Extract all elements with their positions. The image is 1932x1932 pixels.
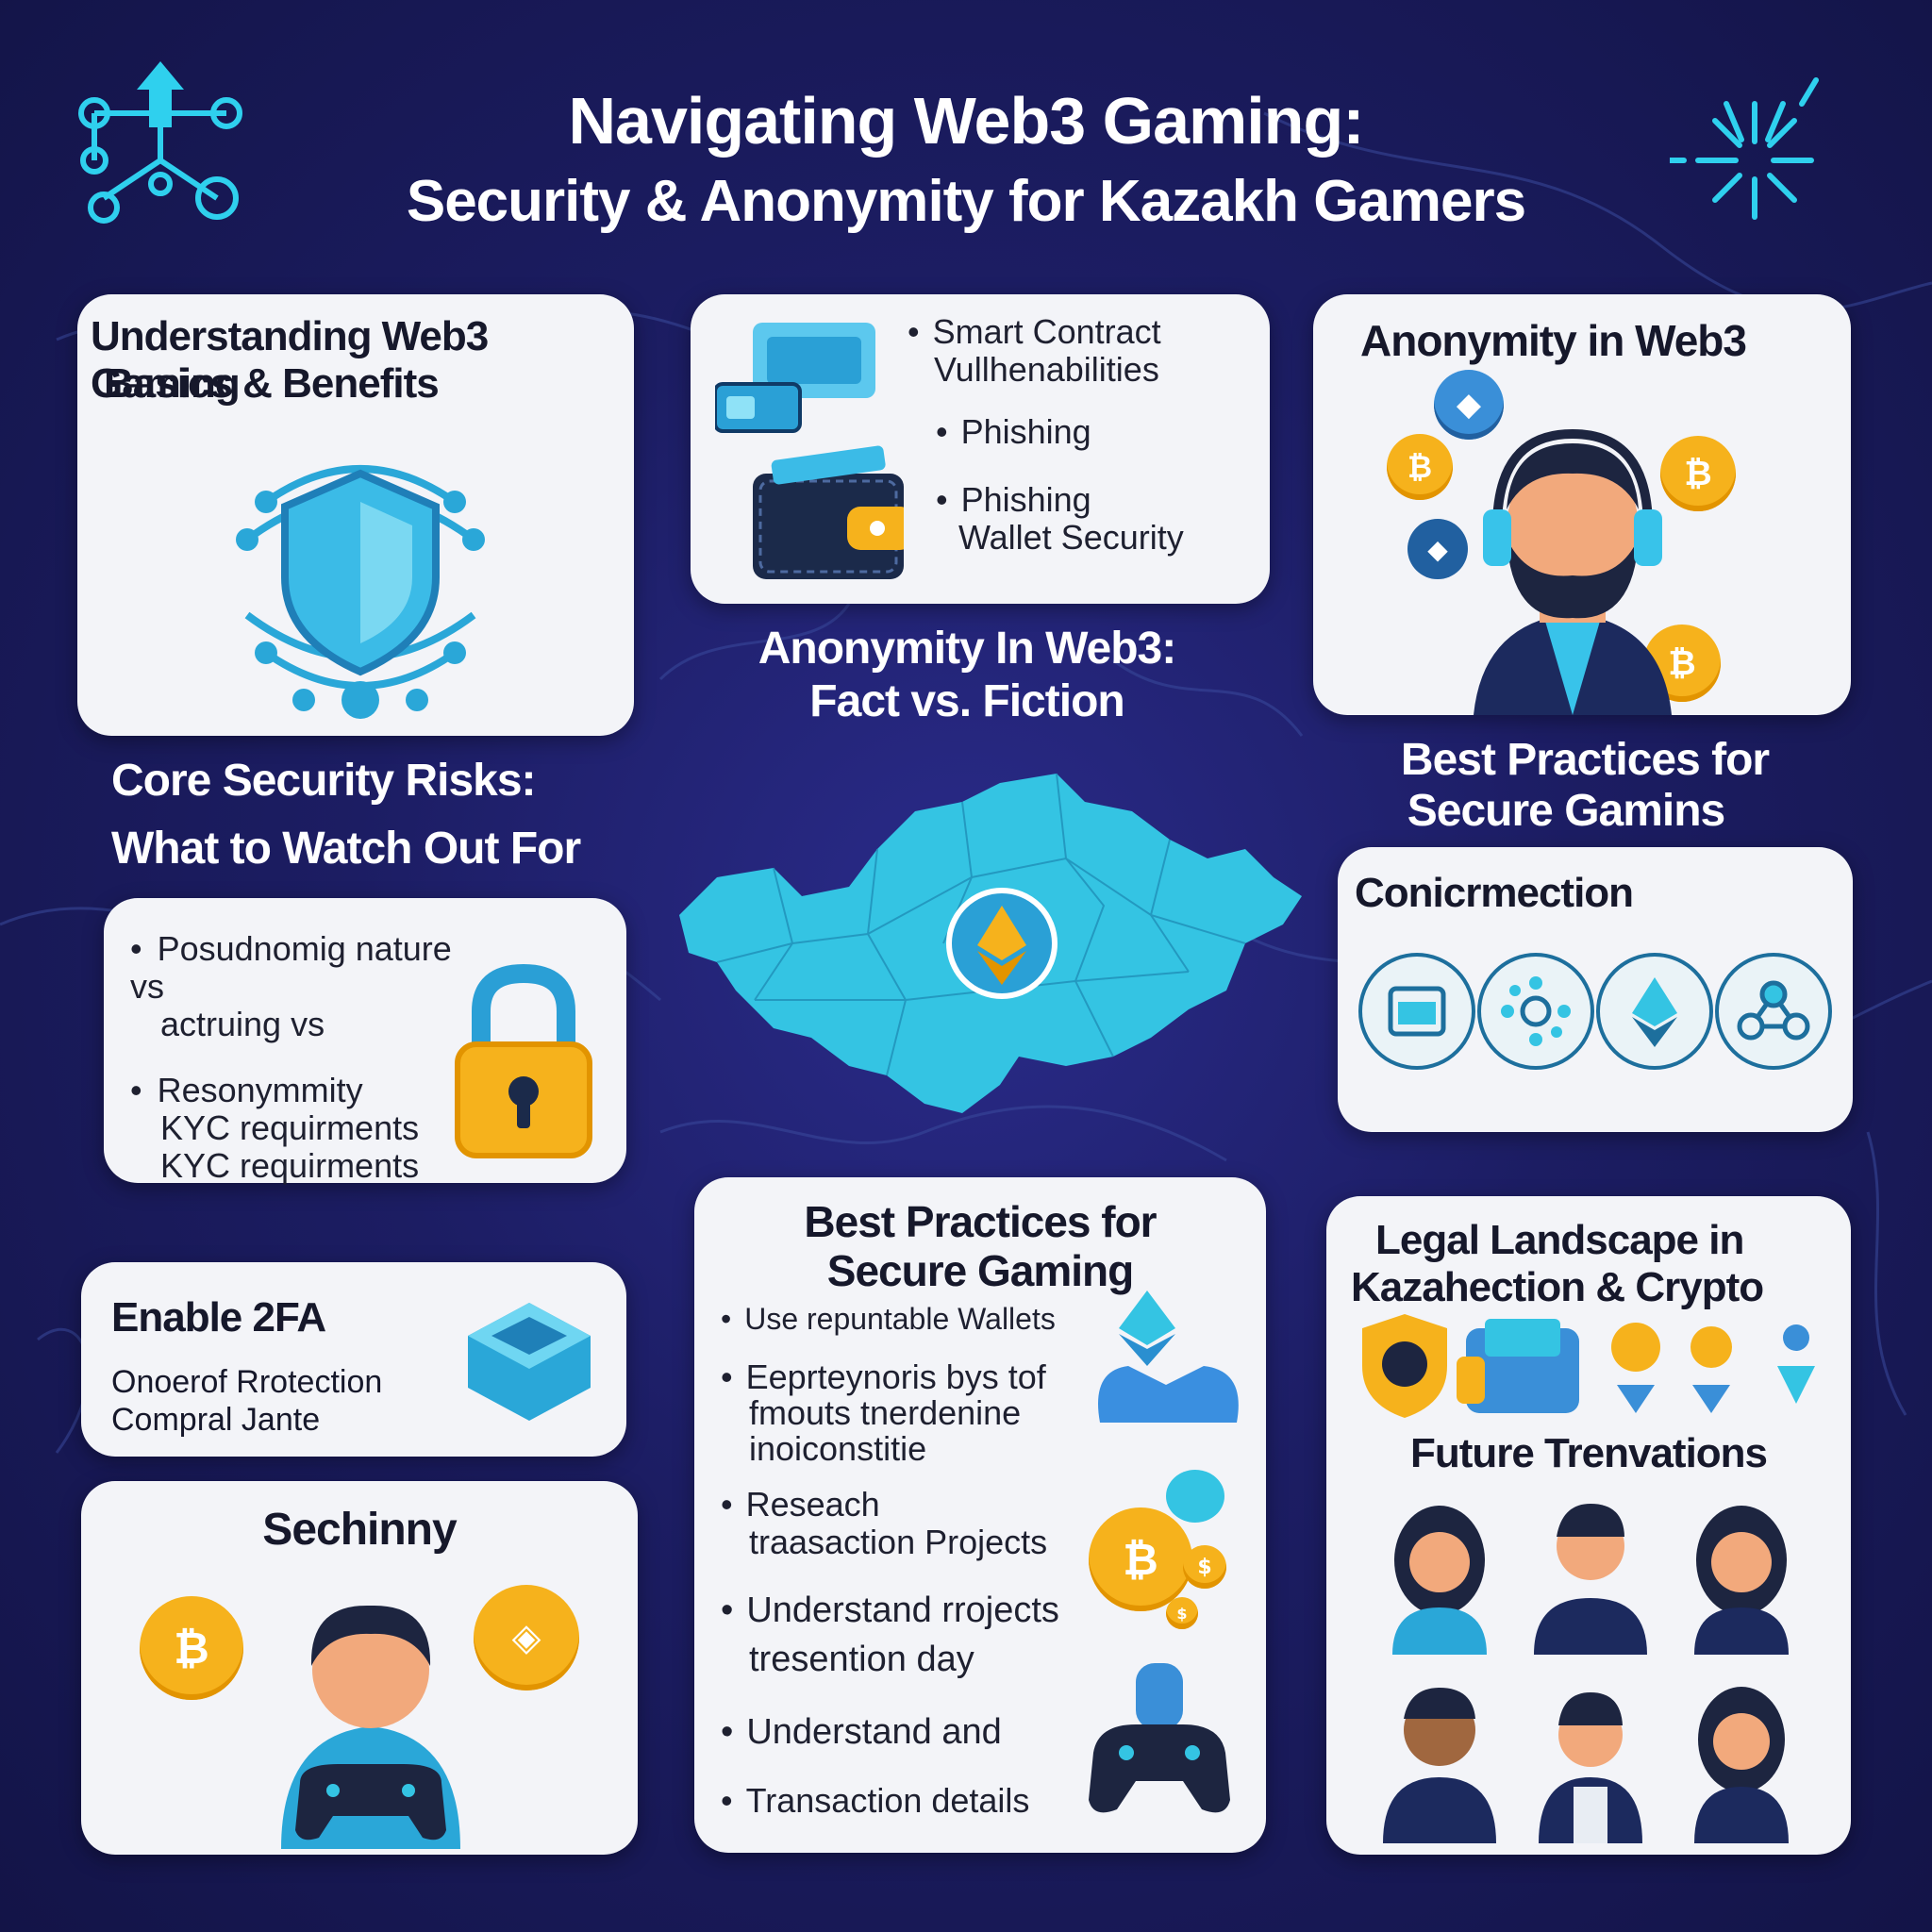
- wallet-icon: [715, 323, 904, 579]
- chat-bubble-icon: [1166, 1470, 1224, 1523]
- browser-icon: [1358, 953, 1475, 1070]
- coin-icon: $: [1183, 1545, 1226, 1589]
- card-best-practices-title: Best Practices for: [804, 1197, 1157, 1246]
- best-practices-list: •Use repuntable Wallets •Eeprteynoris by…: [721, 1302, 1117, 1821]
- ethereum-icon: [977, 906, 1026, 960]
- center-heading: Anonymity In Web3:: [758, 624, 1176, 674]
- community-avatars: [1383, 1504, 1789, 1843]
- card-legal-subtitle: Kazahection & Crypto: [1351, 1264, 1764, 1310]
- gamer-avatar: [1474, 428, 1672, 715]
- card-2fa: Enable 2FA Onoerof Rrotection Compral Ja…: [81, 1262, 626, 1457]
- card-2fa-line2: Compral Jante: [111, 1402, 321, 1438]
- center-subheading: Fact vs. Fiction: [809, 676, 1124, 726]
- coin-icon: $: [1166, 1597, 1198, 1629]
- padlock-icon: [455, 964, 592, 1158]
- gamer-avatar: [281, 1605, 460, 1849]
- card-connection: Conicrmection: [1338, 847, 1853, 1132]
- legal-icons-row: [1362, 1314, 1815, 1418]
- page-subtitle: Security & Anonymity for Kazakh Gamers: [406, 169, 1526, 234]
- ethereum-icon: [1596, 953, 1713, 1070]
- card-sechinny-title: Sechinny: [262, 1505, 457, 1555]
- card-basics-subtitle: Basics & Benefits: [104, 360, 440, 407]
- card-basics-title: Understanding Web3 Gaming: [91, 313, 489, 407]
- bitcoin-icon: ₿: [1643, 625, 1721, 702]
- badge-icon: ◈: [474, 1585, 579, 1690]
- shield-icon: [236, 465, 485, 719]
- card-best-practices: Best Practices for Secure Gaming •Use re…: [694, 1177, 1266, 1853]
- card-sechinny: Sechinny ₿ ◈: [81, 1481, 638, 1855]
- card-best-practices-subtitle: Secure Gaming: [826, 1246, 1134, 1295]
- node-network-icon: [1477, 953, 1594, 1070]
- right-section-heading: Best Practices for: [1400, 735, 1770, 785]
- card-connection-title: Conicrmection: [1355, 870, 1634, 916]
- right-section-subheading: Secure Gamins: [1407, 786, 1726, 836]
- card-basics: Understanding Web3 Gaming Basics & Benef…: [77, 294, 634, 736]
- list-item: •Transaction details: [721, 1781, 1030, 1820]
- card-anonymity: Anonymity in Web3 ◆ ₿ ₿ ◆ ₿: [1313, 294, 1851, 715]
- list-item: •Understand and: [721, 1712, 1002, 1752]
- burst-icon: [1670, 77, 1819, 220]
- ethereum-icon: ◆: [1407, 519, 1468, 579]
- gamepad-icon: [1089, 1663, 1230, 1813]
- ethereum-icon: [1098, 1291, 1239, 1423]
- bitcoin-icon: ₿: [1387, 434, 1453, 500]
- card-legal: Legal Landscape in Kazahection & Crypto …: [1326, 1196, 1851, 1855]
- security-chip-icon: [468, 1303, 591, 1421]
- left-section-heading: Core Security Risks:: [111, 756, 537, 806]
- card-legal-section-title: Future Trenvations: [1409, 1430, 1768, 1476]
- bitcoin-icon: ₿: [1089, 1507, 1192, 1611]
- left-section-subheading: What to Watch Out For: [111, 824, 581, 874]
- list-item: •Use repuntable Wallets: [721, 1302, 1056, 1336]
- kazakhstan-map: [679, 773, 1302, 1113]
- card-2fa-title: Enable 2FA: [111, 1294, 326, 1341]
- page-title: Navigating Web3 Gaming:: [568, 84, 1364, 158]
- card-2fa-line1: Onoerof Rrotection: [111, 1364, 383, 1400]
- ethereum-icon: ◆: [1434, 370, 1504, 440]
- bitcoin-icon: ₿: [140, 1596, 243, 1700]
- link-nodes-icon: [1715, 953, 1832, 1070]
- bitcoin-icon: ₿: [1660, 436, 1736, 511]
- card-legal-title: Legal Landscape in: [1375, 1217, 1744, 1263]
- list-item: •Phishing: [936, 412, 1091, 451]
- card-anonymity-title: Anonymity in Web3: [1360, 316, 1747, 365]
- network-icon: [78, 61, 242, 224]
